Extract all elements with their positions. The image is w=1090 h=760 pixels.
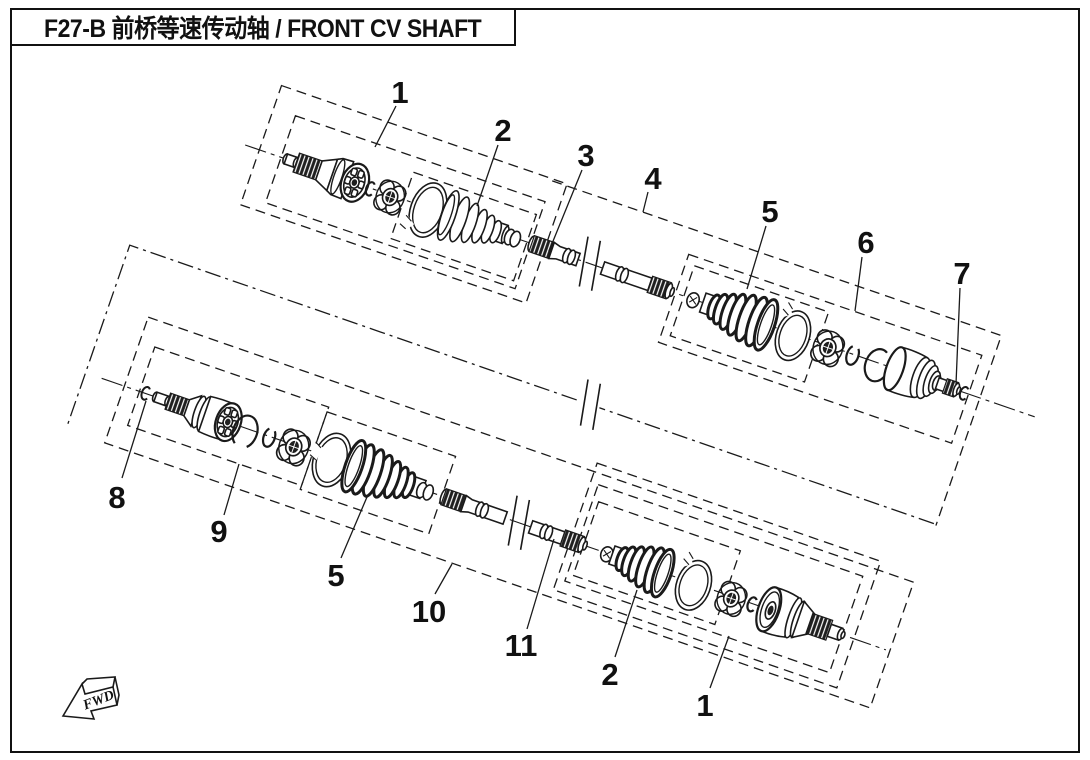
assembly-phantom-boundary (65, 244, 935, 525)
box-outer-boot-kit-2 (389, 171, 538, 282)
tripod-bearing (370, 176, 410, 218)
cv-boot-outer (607, 544, 676, 599)
page-border (10, 8, 1080, 753)
callout-leaders (121, 105, 961, 689)
snap-ring-small (744, 594, 759, 614)
boot-retainer-ring (398, 182, 448, 238)
callout-6: 6 (857, 225, 874, 260)
box-outer-joint-kit-1-inner (563, 483, 864, 674)
page-title: F27-B 前桥等速传动轴 / FRONT CV SHAFT (44, 15, 482, 43)
box-inner-joint-kit-6 (657, 253, 983, 445)
tripod-bearing (711, 577, 751, 620)
callout-8: 8 (108, 480, 125, 515)
callout-3: 3 (577, 138, 594, 173)
tripod-bearing (807, 326, 849, 370)
tripod-bearing (273, 425, 314, 469)
shaft-break-mark (578, 236, 602, 291)
callout-10: 10 (412, 594, 446, 629)
thrust-washer (845, 345, 860, 366)
snap-ring (231, 414, 259, 448)
lower-shaft-assembly (65, 244, 935, 709)
callout-11: 11 (505, 628, 538, 663)
callout-1-lower: 1 (696, 688, 713, 723)
boot-retainer-ring (674, 551, 713, 611)
callout-7: 7 (953, 256, 970, 291)
callout-2-lower: 2 (601, 657, 618, 692)
boundary-break-mark (579, 379, 602, 430)
inner-cv-joint (151, 391, 243, 443)
boot-clamp-ring (415, 481, 435, 501)
upper-shaft-assembly (239, 84, 1035, 526)
fwd-arrow: FWD (61, 676, 120, 720)
outer-cv-joint (755, 586, 846, 642)
interconnecting-shaft (439, 487, 589, 554)
boot-clamp-ring (503, 228, 522, 248)
box-outer-joint-kit-1-outer (552, 462, 882, 689)
inner-cv-joint (882, 346, 962, 400)
cv-boot-inner (340, 438, 428, 500)
cv-boot-inner (698, 292, 780, 352)
interconnecting-shaft (527, 234, 676, 300)
boot-retainer-ring (774, 302, 812, 362)
box-shaft-assembly-10 (103, 316, 915, 709)
title-box: F27-B 前桥等速传动轴 / FRONT CV SHAFT (10, 8, 516, 46)
boot-clamp (686, 291, 701, 309)
callout-9: 9 (210, 514, 227, 549)
thrust-washer (261, 427, 277, 448)
callout-5-lower: 5 (327, 558, 344, 593)
box-shaft-assembly-4 (552, 180, 1003, 526)
box-outer-joint-kit-1-outer (239, 84, 568, 304)
callout-numbers: 1 2 3 4 5 6 7 8 9 5 10 11 2 1 (108, 75, 970, 723)
outer-cv-joint (282, 152, 371, 203)
callout-1-upper: 1 (391, 75, 408, 110)
callout-4: 4 (644, 161, 662, 196)
callout-2-upper: 2 (494, 113, 511, 148)
shaft-break-mark (507, 495, 531, 550)
callout-5-upper: 5 (761, 194, 778, 229)
